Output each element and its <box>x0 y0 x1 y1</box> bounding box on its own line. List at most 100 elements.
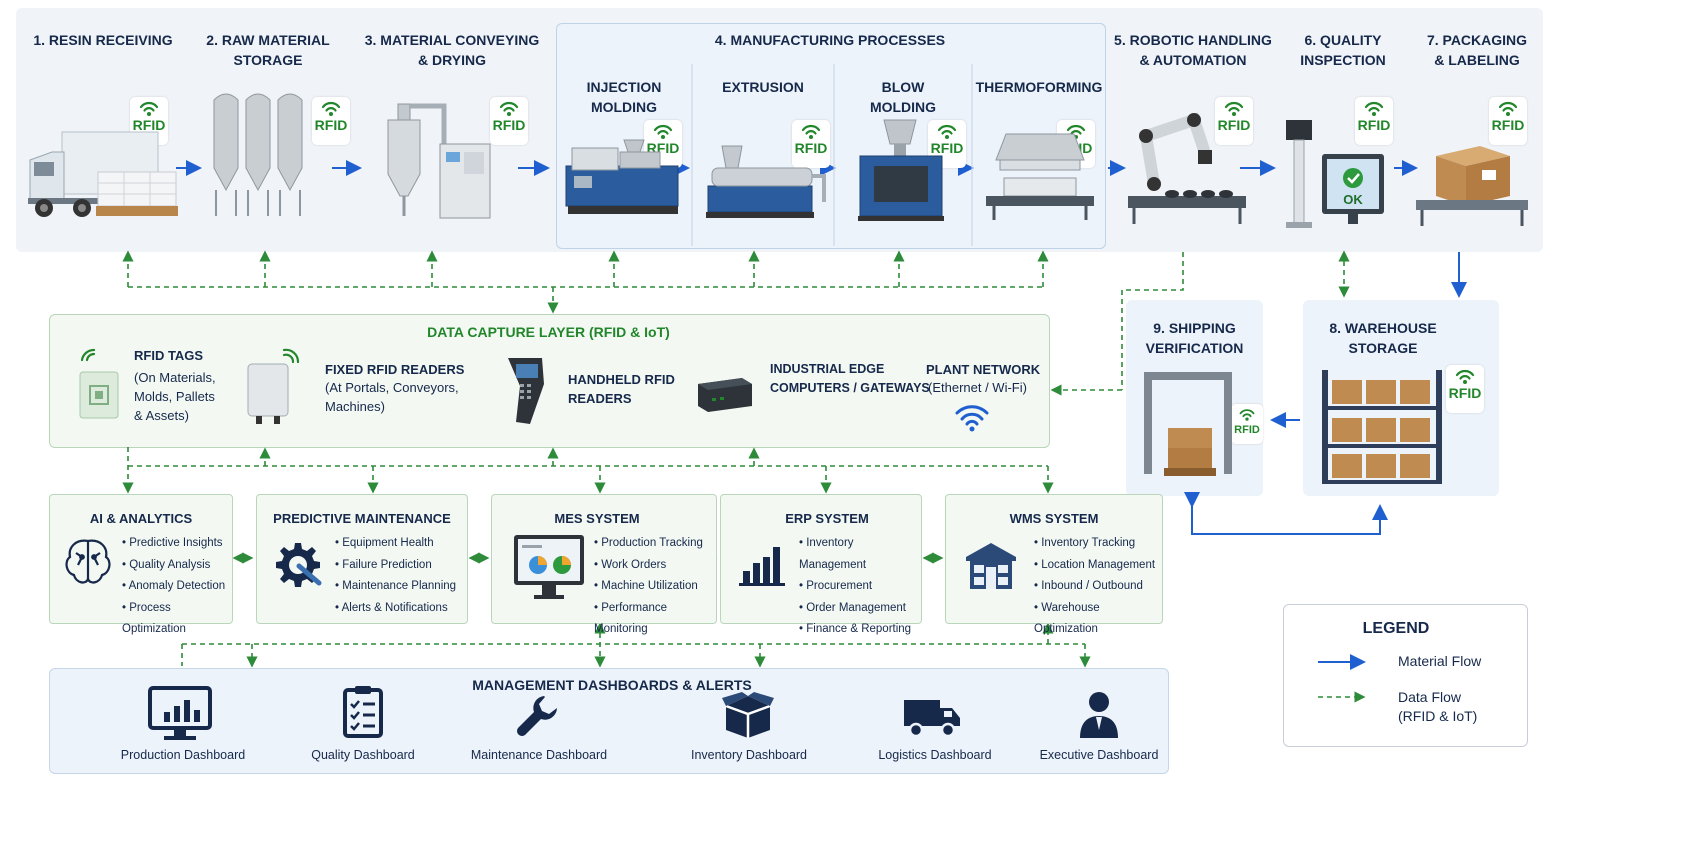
brain-icon <box>65 539 111 584</box>
rfid-badge: RFID <box>1489 97 1527 145</box>
rfid-signal-icon <box>801 124 821 139</box>
stage-title-shipping: 9. SHIPPING VERIFICATION <box>1145 320 1244 356</box>
rfid-badge: RFID <box>1231 404 1263 444</box>
dc-plant-network-detail: (Ethernet / Wi-Fi) <box>928 380 1027 395</box>
monitor-dashboard-icon <box>514 535 584 599</box>
box-icon <box>722 692 774 738</box>
rfid-signal-icon <box>1239 409 1255 421</box>
stage-title-packaging: 7. PACKAGING & LABELING <box>1426 32 1528 68</box>
dc-handheld-readers-title: HANDHELD RFID READERS <box>568 372 675 406</box>
dc-rfid-tags-detail: (On Materials, Molds, Pallets & Assets) <box>134 370 216 423</box>
robot-arm-illustration <box>1128 112 1246 224</box>
rfid-signal-icon <box>499 101 519 116</box>
ok-indicator: OK <box>1343 192 1363 207</box>
rfid-badge: RFID <box>928 120 966 168</box>
rfid-signal-icon <box>1224 101 1244 116</box>
system-feature-list: Inventory TrackingLocation ManagementInb… <box>1034 533 1162 641</box>
rfid-signal-icon <box>937 124 957 139</box>
process-title-thermoforming: THERMOFORMING <box>975 79 1103 95</box>
injection-molding-illustration <box>565 139 679 214</box>
system-title: AI & ANALYTICS <box>89 511 193 526</box>
stage-title-resin: 1. RESIN RECEIVING <box>33 32 173 48</box>
system-predictive-maintenance: PREDICTIVE MAINTENANCE Equipment HealthF… <box>256 494 468 624</box>
wifi-icon <box>955 405 989 432</box>
blow-molding-illustration <box>858 119 944 221</box>
system-mes: MES SYSTEM Production TrackingWork Order… <box>491 494 717 635</box>
dc-edge-computers-title: INDUSTRIAL EDGE COMPUTERS / GATEWAYS <box>770 362 930 395</box>
dc-rfid-tags-title: RFID TAGS <box>134 348 204 363</box>
system-ai-analytics: AI & ANALYTICS Predictive InsightsQualit… <box>49 494 233 635</box>
rfid-tag-icon <box>79 348 119 419</box>
truck-icon <box>904 700 960 738</box>
rfid-badge: RFID <box>792 120 830 168</box>
process-title-blow: BLOW MOLDING <box>869 79 937 115</box>
rfid-badge: RFID <box>1355 97 1393 145</box>
edge-computer-icon <box>698 378 752 412</box>
system-feature-list: Predictive InsightsQuality AnalysisAnoma… <box>122 533 232 641</box>
rfid-signal-icon <box>1455 369 1475 384</box>
bar-chart-icon <box>739 547 785 586</box>
rfid-signal-icon <box>1364 101 1384 116</box>
dashboards-panel <box>49 668 1169 774</box>
system-title: WMS SYSTEM <box>1009 511 1099 526</box>
dashboard-label-inventory: Inventory Dashboard <box>690 748 808 762</box>
process-title-extrusion: EXTRUSION <box>722 79 804 95</box>
dashboard-label-quality: Quality Dashboard <box>311 748 415 762</box>
dashboards-title: MANAGEMENT DASHBOARDS & ALERTS <box>472 677 752 693</box>
legend-panel <box>1283 604 1528 747</box>
system-erp: ERP SYSTEM Inventory ManagementProcureme… <box>720 494 922 635</box>
system-title: ERP SYSTEM <box>785 511 869 526</box>
process-title-injection: INJECTION MOLDING <box>586 79 662 115</box>
warehouse-racks-illustration <box>1322 370 1442 484</box>
extrusion-illustration <box>706 145 826 218</box>
gear-wrench-icon <box>276 543 322 587</box>
dashboard-label-logistics: Logistics Dashboard <box>878 748 992 762</box>
legend-title: LEGEND <box>1362 620 1430 637</box>
thermoforming-illustration <box>986 133 1094 220</box>
system-feature-list: Inventory ManagementProcurementOrder Man… <box>799 533 921 641</box>
material-loop <box>1184 492 1388 535</box>
system-title: PREDICTIVE MAINTENANCE <box>273 511 451 526</box>
system-feature-list: Production TrackingWork OrdersMachine Ut… <box>594 533 716 641</box>
monitor-chart-icon <box>148 686 212 740</box>
stage-title-robotic: 5. ROBOTIC HANDLING & AUTOMATION <box>1114 32 1272 68</box>
dryer-illustration <box>387 103 491 219</box>
dc-fixed-readers-title: FIXED RFID READERS <box>325 362 465 377</box>
system-wms: WMS SYSTEM Inventory TrackingLocation Ma… <box>945 494 1163 635</box>
dashboard-label-maintenance: Maintenance Dashboard <box>470 748 608 762</box>
person-icon <box>1080 692 1118 738</box>
dc-plant-network-title: PLANT NETWORK <box>926 362 1041 377</box>
dashboard-label-executive: Executive Dashboard <box>1039 748 1159 762</box>
rfid-badge: RFID <box>312 97 350 145</box>
data-capture-title: DATA CAPTURE LAYER (RFID & IoT) <box>427 324 670 340</box>
handheld-reader-icon <box>508 358 544 424</box>
data-capture-panel <box>49 314 1050 448</box>
stage-title-warehouse: 8. WAREHOUSE STORAGE <box>1329 320 1437 356</box>
fixed-reader-icon <box>247 348 300 424</box>
legend-data-flow: Data Flow (RFID & IoT) <box>1398 689 1478 724</box>
stage-title-conveying: 3. MATERIAL CONVEYING & DRYING <box>364 32 540 68</box>
rfid-signal-icon <box>653 124 673 139</box>
stage-title-quality: 6. QUALITY INSPECTION <box>1300 32 1386 68</box>
wrench-icon <box>517 696 557 736</box>
dc-fixed-readers-detail: (At Portals, Conveyors, Machines) <box>325 380 459 414</box>
rfid-signal-icon <box>1498 101 1518 116</box>
rfid-badge: RFID <box>490 97 528 145</box>
truck-illustration <box>28 131 178 217</box>
silos-illustration <box>213 93 303 216</box>
rfid-badge: RFID <box>1446 365 1484 413</box>
dashboard-label-production: Production Dashboard <box>120 748 246 762</box>
stage-title-storage: 2. RAW MATERIAL STORAGE <box>206 32 330 68</box>
shipping-portal-illustration <box>1144 372 1232 476</box>
system-feature-list: Equipment HealthFailure PredictionMainte… <box>335 533 456 619</box>
clipboard-check-icon <box>343 686 383 738</box>
packaging-illustration <box>1416 146 1528 226</box>
legend-material-flow: Material Flow <box>1398 653 1482 669</box>
rfid-signal-icon <box>321 101 341 116</box>
system-title: MES SYSTEM <box>554 511 640 526</box>
manufacturing-title: 4. MANUFACTURING PROCESSES <box>714 32 946 48</box>
warehouse-icon <box>966 543 1016 589</box>
quality-inspection-illustration: OK <box>1286 120 1384 228</box>
rfid-signal-icon <box>139 101 159 116</box>
